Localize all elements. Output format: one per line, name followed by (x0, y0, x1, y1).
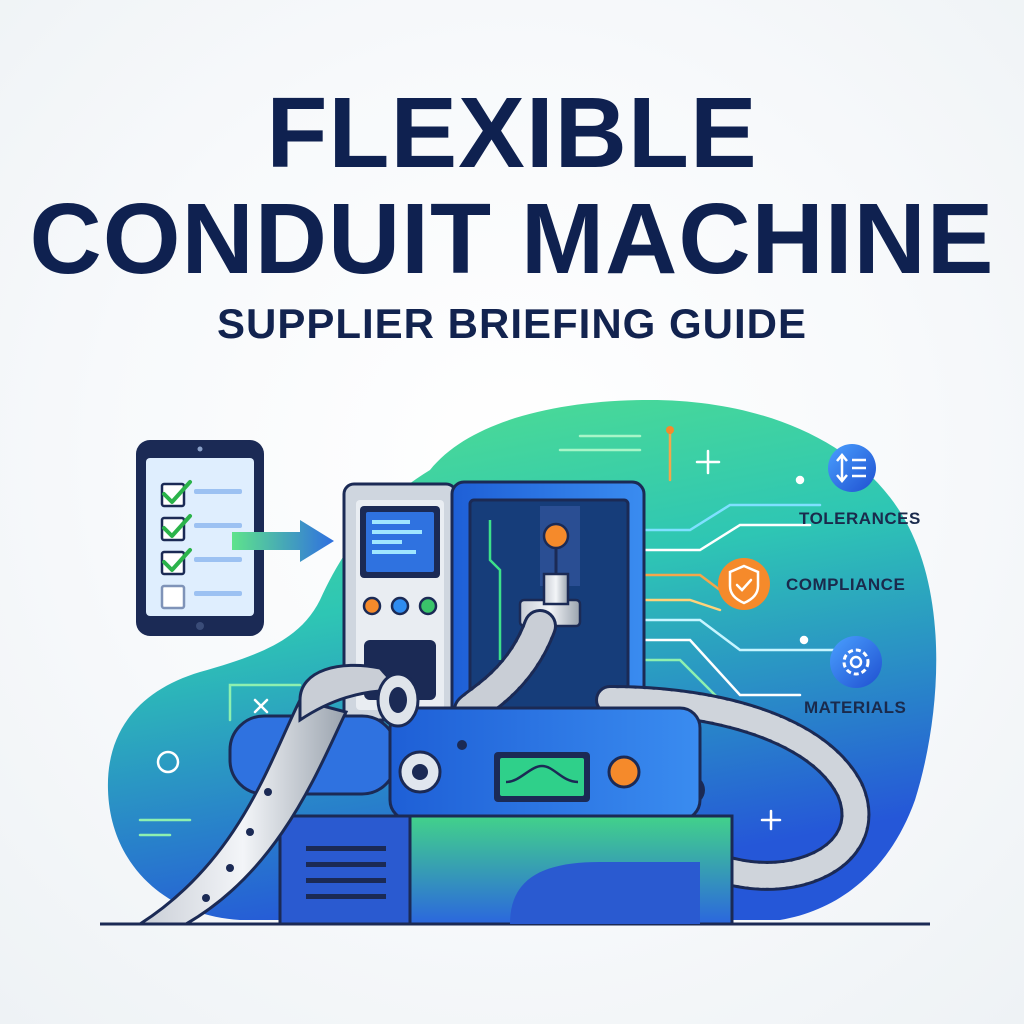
checklist-tablet (136, 440, 264, 636)
decorative-marks (138, 434, 809, 837)
page-title-line-2: CONDUIT MACHINE (29, 183, 995, 295)
checklist-items (160, 480, 242, 610)
tolerance-arrows-icon (828, 444, 876, 492)
circuit-lines (596, 426, 842, 712)
callout-label-compliance: COMPLIANCE (786, 575, 906, 594)
shield-check-icon (718, 558, 770, 610)
callout-label-materials: MATERIALS (804, 698, 907, 717)
page-title-line-1: FLEXIBLE (266, 77, 758, 189)
gear-icon (830, 636, 882, 688)
callout-label-tolerances: TOLERANCES (799, 509, 921, 528)
page-subtitle: SUPPLIER BRIEFING GUIDE (216, 300, 808, 347)
machine-actuator-orange (542, 522, 570, 550)
indicator-light-blue (390, 596, 410, 616)
conveyor-button-orange (607, 755, 641, 789)
indicator-light-orange (362, 596, 382, 616)
conduit-entry-coil (298, 663, 420, 728)
machine-control-tower (342, 482, 458, 722)
flow-arrow (232, 520, 334, 562)
metal-strip (134, 698, 349, 926)
indicator-light-green (418, 596, 438, 616)
